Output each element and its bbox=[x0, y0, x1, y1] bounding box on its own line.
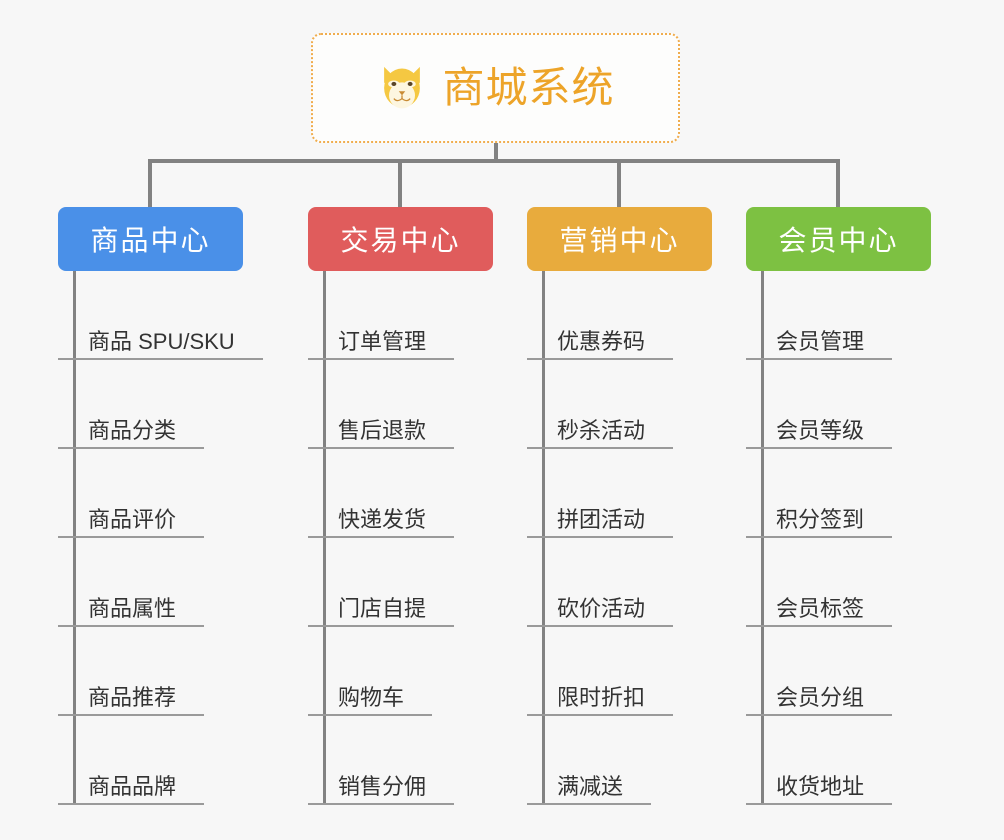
item-label: 销售分佣 bbox=[308, 774, 455, 805]
item-label: 优惠券码 bbox=[527, 329, 674, 360]
item-label: 满减送 bbox=[527, 774, 652, 805]
item-label: 收货地址 bbox=[746, 774, 893, 805]
drop-connector-4 bbox=[836, 159, 840, 207]
item-label: 秒杀活动 bbox=[527, 418, 674, 449]
item-label: 会员等级 bbox=[746, 418, 893, 449]
list-item[interactable]: 购物车 bbox=[308, 627, 454, 716]
column-trunk-1 bbox=[73, 271, 76, 805]
item-label: 商品品牌 bbox=[58, 774, 205, 805]
category-header-3[interactable]: 营销中心 bbox=[527, 207, 712, 271]
item-list-2: 订单管理 售后退款 快递发货 门店自提 购物车 销售分佣 bbox=[308, 271, 455, 805]
list-item[interactable]: 收货地址 bbox=[746, 716, 893, 805]
list-item[interactable]: 满减送 bbox=[527, 716, 673, 805]
item-label: 商品分类 bbox=[58, 418, 205, 449]
category-header-4[interactable]: 会员中心 bbox=[746, 207, 931, 271]
item-label: 商品属性 bbox=[58, 596, 205, 627]
root-node[interactable]: 商城系统 bbox=[311, 33, 680, 143]
list-item[interactable]: 秒杀活动 bbox=[527, 360, 674, 449]
list-item[interactable]: 商品属性 bbox=[58, 538, 263, 627]
list-item[interactable]: 商品品牌 bbox=[58, 716, 263, 805]
category-label-4: 会员中心 bbox=[778, 225, 899, 256]
list-item[interactable]: 销售分佣 bbox=[308, 716, 455, 805]
shiba-dog-face-icon bbox=[384, 66, 421, 109]
column-trunk-2 bbox=[323, 271, 326, 805]
horizontal-bus-connector bbox=[148, 159, 840, 163]
list-item[interactable]: 积分签到 bbox=[746, 449, 893, 538]
root-stem-connector bbox=[494, 143, 498, 162]
list-item[interactable]: 会员等级 bbox=[746, 360, 893, 449]
drop-connector-2 bbox=[398, 159, 402, 207]
list-item[interactable]: 会员分组 bbox=[746, 627, 893, 716]
item-label: 砍价活动 bbox=[527, 596, 674, 627]
item-list-4: 会员管理 会员等级 积分签到 会员标签 会员分组 收货地址 bbox=[746, 271, 893, 805]
list-item[interactable]: 商品推荐 bbox=[58, 627, 263, 716]
drop-connector-3 bbox=[617, 159, 621, 207]
item-label: 门店自提 bbox=[308, 596, 455, 627]
list-item[interactable]: 快递发货 bbox=[308, 449, 455, 538]
category-header-1[interactable]: 商品中心 bbox=[58, 207, 243, 271]
item-label: 拼团活动 bbox=[527, 507, 674, 538]
item-label: 积分签到 bbox=[746, 507, 893, 538]
list-item[interactable]: 商品 SPU/SKU bbox=[58, 271, 263, 360]
list-item[interactable]: 订单管理 bbox=[308, 271, 455, 360]
list-item[interactable]: 拼团活动 bbox=[527, 449, 674, 538]
item-list-3: 优惠券码 秒杀活动 拼团活动 砍价活动 限时折扣 满减送 bbox=[527, 271, 674, 805]
list-item[interactable]: 会员管理 bbox=[746, 271, 893, 360]
drop-connector-1 bbox=[148, 159, 152, 207]
list-item[interactable]: 商品分类 bbox=[58, 360, 263, 449]
item-label: 快递发货 bbox=[308, 507, 455, 538]
list-item[interactable]: 限时折扣 bbox=[527, 627, 674, 716]
category-label-2: 交易中心 bbox=[340, 225, 461, 256]
list-item[interactable]: 优惠券码 bbox=[527, 271, 674, 360]
category-label-3: 营销中心 bbox=[559, 225, 680, 256]
item-label: 会员管理 bbox=[746, 329, 893, 360]
category-header-2[interactable]: 交易中心 bbox=[308, 207, 493, 271]
item-label: 商品推荐 bbox=[58, 685, 205, 716]
item-list-1: 商品 SPU/SKU 商品分类 商品评价 商品属性 商品推荐 商品品牌 bbox=[58, 271, 263, 805]
category-column-营销中心: 营销中心 优惠券码 秒杀活动 拼团活动 砍价活动 限时折扣 满减送 bbox=[527, 207, 712, 805]
item-label: 商品 SPU/SKU bbox=[58, 329, 263, 360]
list-item[interactable]: 商品评价 bbox=[58, 449, 263, 538]
category-column-交易中心: 交易中心 订单管理 售后退款 快递发货 门店自提 购物车 销售分佣 bbox=[308, 207, 493, 805]
column-trunk-4 bbox=[761, 271, 764, 805]
root-title: 商城系统 bbox=[442, 64, 615, 111]
item-label: 商品评价 bbox=[58, 507, 205, 538]
list-item[interactable]: 会员标签 bbox=[746, 538, 893, 627]
item-label: 购物车 bbox=[308, 685, 433, 716]
list-item[interactable]: 售后退款 bbox=[308, 360, 455, 449]
item-label: 会员分组 bbox=[746, 685, 893, 716]
category-column-会员中心: 会员中心 会员管理 会员等级 积分签到 会员标签 会员分组 收货地址 bbox=[746, 207, 931, 805]
item-label: 限时折扣 bbox=[527, 685, 674, 716]
list-item[interactable]: 门店自提 bbox=[308, 538, 455, 627]
item-label: 订单管理 bbox=[308, 329, 455, 360]
category-label-1: 商品中心 bbox=[90, 225, 211, 256]
list-item[interactable]: 砍价活动 bbox=[527, 538, 674, 627]
item-label: 会员标签 bbox=[746, 596, 893, 627]
category-column-商品中心: 商品中心 商品 SPU/SKU 商品分类 商品评价 商品属性 商品推荐 商品品牌 bbox=[58, 207, 263, 805]
column-trunk-3 bbox=[542, 271, 545, 805]
item-label: 售后退款 bbox=[308, 418, 455, 449]
